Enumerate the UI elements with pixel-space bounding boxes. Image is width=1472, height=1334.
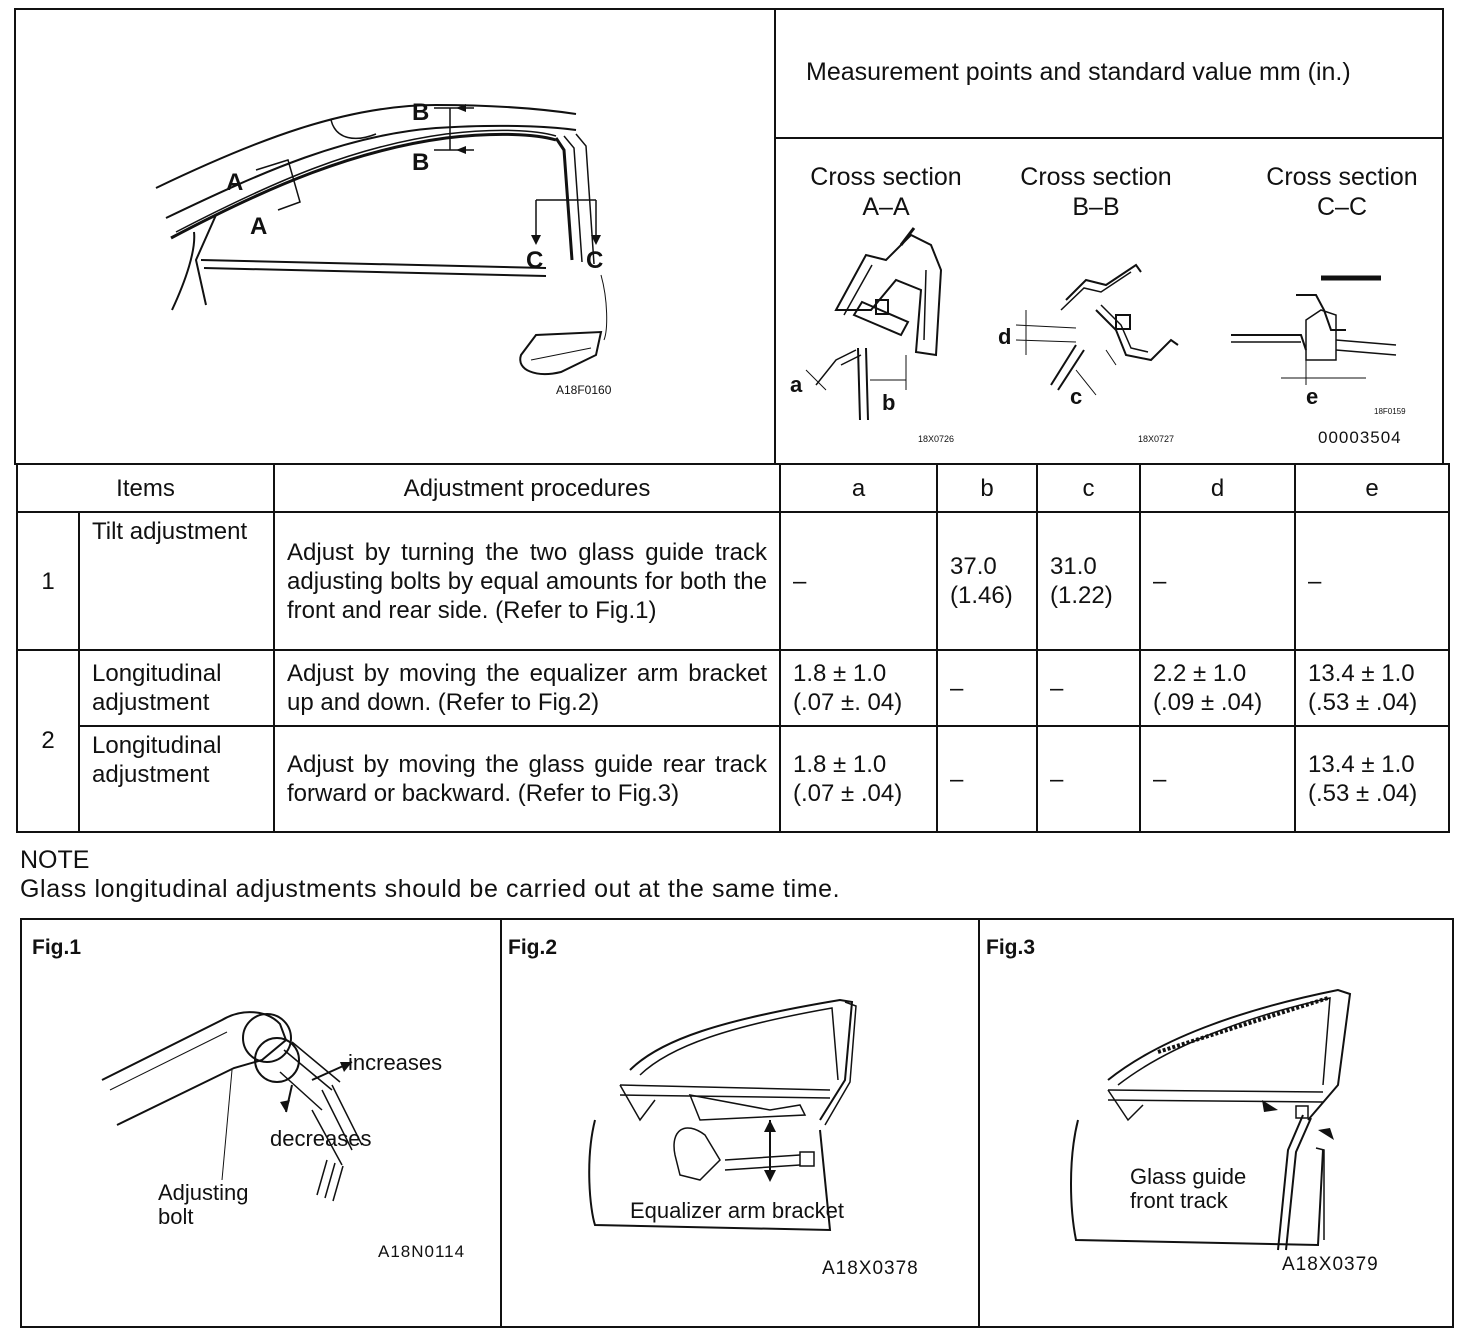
row-item: Longitudinal adjustment (78, 648, 275, 728)
door-frame-diagram: A A B B C C A18F0160 (155, 99, 612, 397)
header-b: b (936, 462, 1038, 514)
row-value-b: 37.0 (1.46) (936, 511, 1038, 651)
adjustment-table: Items Adjustment procedures a b c d e 1 … (16, 462, 1450, 834)
cross-section-drawings: a b 18X0726 d c 18X0727 e (790, 227, 1406, 444)
fig3-glass-guide-diagram: Glass guide front track (1070, 988, 1352, 1251)
cross-section-b-title-line1: Cross section (1020, 163, 1172, 191)
table-row: Longitudinal adjustment Adjust by moving… (17, 725, 1450, 833)
fig2-callout-equalizer-arm-bracket: Equalizer arm bracket (630, 1198, 844, 1223)
row-value-c: – (1036, 725, 1141, 833)
section-label-c-right: C (586, 247, 603, 274)
fig1-code: A18N0114 (378, 1242, 466, 1261)
row-number: 2 (16, 648, 80, 834)
fig1-label: Fig.1 (32, 936, 82, 959)
fig1-adjusting-bolt-diagram: increases decreases Adjusting bolt (101, 1011, 442, 1229)
row-value-a: 1.8 ± 1.0 (.07 ±. 04) (779, 648, 938, 728)
dimension-label-a: a (790, 372, 803, 397)
fig2-code: A18X0378 (822, 1258, 919, 1279)
dimension-label-c: c (1070, 384, 1082, 409)
fig1-callout-increases: increases (348, 1050, 442, 1075)
table-row: 1 Tilt adjustment Adjust by turning the … (16, 511, 1450, 651)
table-row: 2 Longitudinal adjustment Adjust by movi… (16, 648, 1450, 834)
row-value-c: 31.0 (1.22) (1036, 511, 1141, 651)
header-items: Items (16, 462, 275, 514)
cross-section-b-drawing: d c 18X0727 (998, 263, 1179, 444)
diagram-figure-code: A18F0160 (556, 383, 612, 397)
fig1-callout-bolt: bolt (158, 1204, 193, 1229)
cross-section-c-drawing: e 18F0159 (1231, 275, 1406, 416)
row-number: 1 (16, 511, 80, 651)
row-item: Longitudinal adjustment (78, 725, 275, 833)
section-label-a-upper: A (226, 169, 243, 196)
cross-section-c-title-line2: C–C (1316, 193, 1367, 221)
fig1-callout-decreases: decreases (270, 1126, 372, 1151)
row-value-a: – (779, 511, 938, 651)
header-d: d (1139, 462, 1296, 514)
row-value-e: 13.4 ± 1.0 (.53 ± .04) (1294, 725, 1450, 833)
fig3-callout-glass-guide: Glass guide (1130, 1164, 1246, 1189)
fig3-label: Fig.3 (986, 936, 1036, 959)
section-label-a-lower: A (250, 213, 267, 240)
row-value-d: 2.2 ± 1.0 (.09 ± .04) (1139, 648, 1296, 728)
row-procedure: Adjust by turning the two glass guide tr… (273, 511, 781, 651)
row-value-c: – (1036, 648, 1141, 728)
dimension-label-e: e (1306, 384, 1318, 409)
figure-strip: Fig.1 increases decreases Adjusting bolt… (20, 918, 1454, 1328)
cross-section-c-code: 18F0159 (1374, 407, 1406, 416)
header-procedures: Adjustment procedures (273, 462, 781, 514)
row-procedure: Adjust by moving the equalizer arm brack… (273, 648, 781, 728)
measurement-panel: Measurement points and standard value mm… (774, 8, 1444, 465)
section-label-b-upper: B (412, 99, 429, 126)
cross-section-c-title-line1: Cross section (1266, 163, 1418, 191)
row-value-e: 13.4 ± 1.0 (.53 ± .04) (1294, 648, 1450, 728)
fig1-callout-adjusting: Adjusting (158, 1180, 249, 1205)
fig2-equalizer-bracket-diagram: Equalizer arm bracket (588, 998, 857, 1232)
header-c: c (1036, 462, 1141, 514)
dimension-label-d: d (998, 324, 1011, 349)
row-procedure: Adjust by moving the glass guide rear tr… (273, 725, 781, 833)
figure-divider-1 (500, 920, 502, 1326)
cross-section-a-title-line2: A–A (862, 193, 910, 221)
fig3-callout-front-track: front track (1130, 1188, 1229, 1213)
row-value-d: – (1139, 511, 1296, 651)
table-header-row: Items Adjustment procedures a b c d e (16, 462, 1450, 514)
cross-section-b-title-line2: B–B (1072, 193, 1120, 221)
row-value-a: 1.8 ± 1.0 (.07 ± .04) (779, 725, 938, 833)
row-value-b: – (936, 648, 1038, 728)
section-label-c-left: C (526, 247, 543, 274)
row-value-d: – (1139, 725, 1296, 833)
cross-section-b-title: Cross section B–B (1006, 162, 1186, 222)
measurement-panel-title: Measurement points and standard value mm… (806, 58, 1351, 86)
section-label-b-lower: B (412, 149, 429, 176)
header-a: a (779, 462, 938, 514)
door-frame-diagram-panel: A A B B C C A18F0160 (14, 8, 776, 465)
cross-section-a-code: 18X0726 (918, 434, 954, 444)
cross-section-a-title-line1: Cross section (810, 163, 962, 191)
figure-divider-2 (978, 920, 980, 1326)
fig3-code: A18X0379 (1282, 1254, 1379, 1275)
note-body: Glass longitudinal adjustments should be… (20, 875, 841, 903)
dimension-label-b: b (882, 390, 895, 415)
cross-section-b-code: 18X0727 (1138, 434, 1174, 444)
panel-divider (776, 137, 1442, 139)
cross-section-c-title: Cross section C–C (1252, 162, 1432, 222)
row-item: Tilt adjustment (78, 511, 275, 651)
row-value-e: – (1294, 511, 1450, 651)
cross-section-a-drawing: a b 18X0726 (790, 227, 954, 444)
row-value-b: – (936, 725, 1038, 833)
measurement-panel-code: 00003504 (1318, 428, 1402, 447)
cross-section-a-title: Cross section A–A (796, 162, 976, 222)
note-title: NOTE (20, 846, 90, 874)
header-e: e (1294, 462, 1450, 514)
fig2-label: Fig.2 (508, 936, 558, 959)
